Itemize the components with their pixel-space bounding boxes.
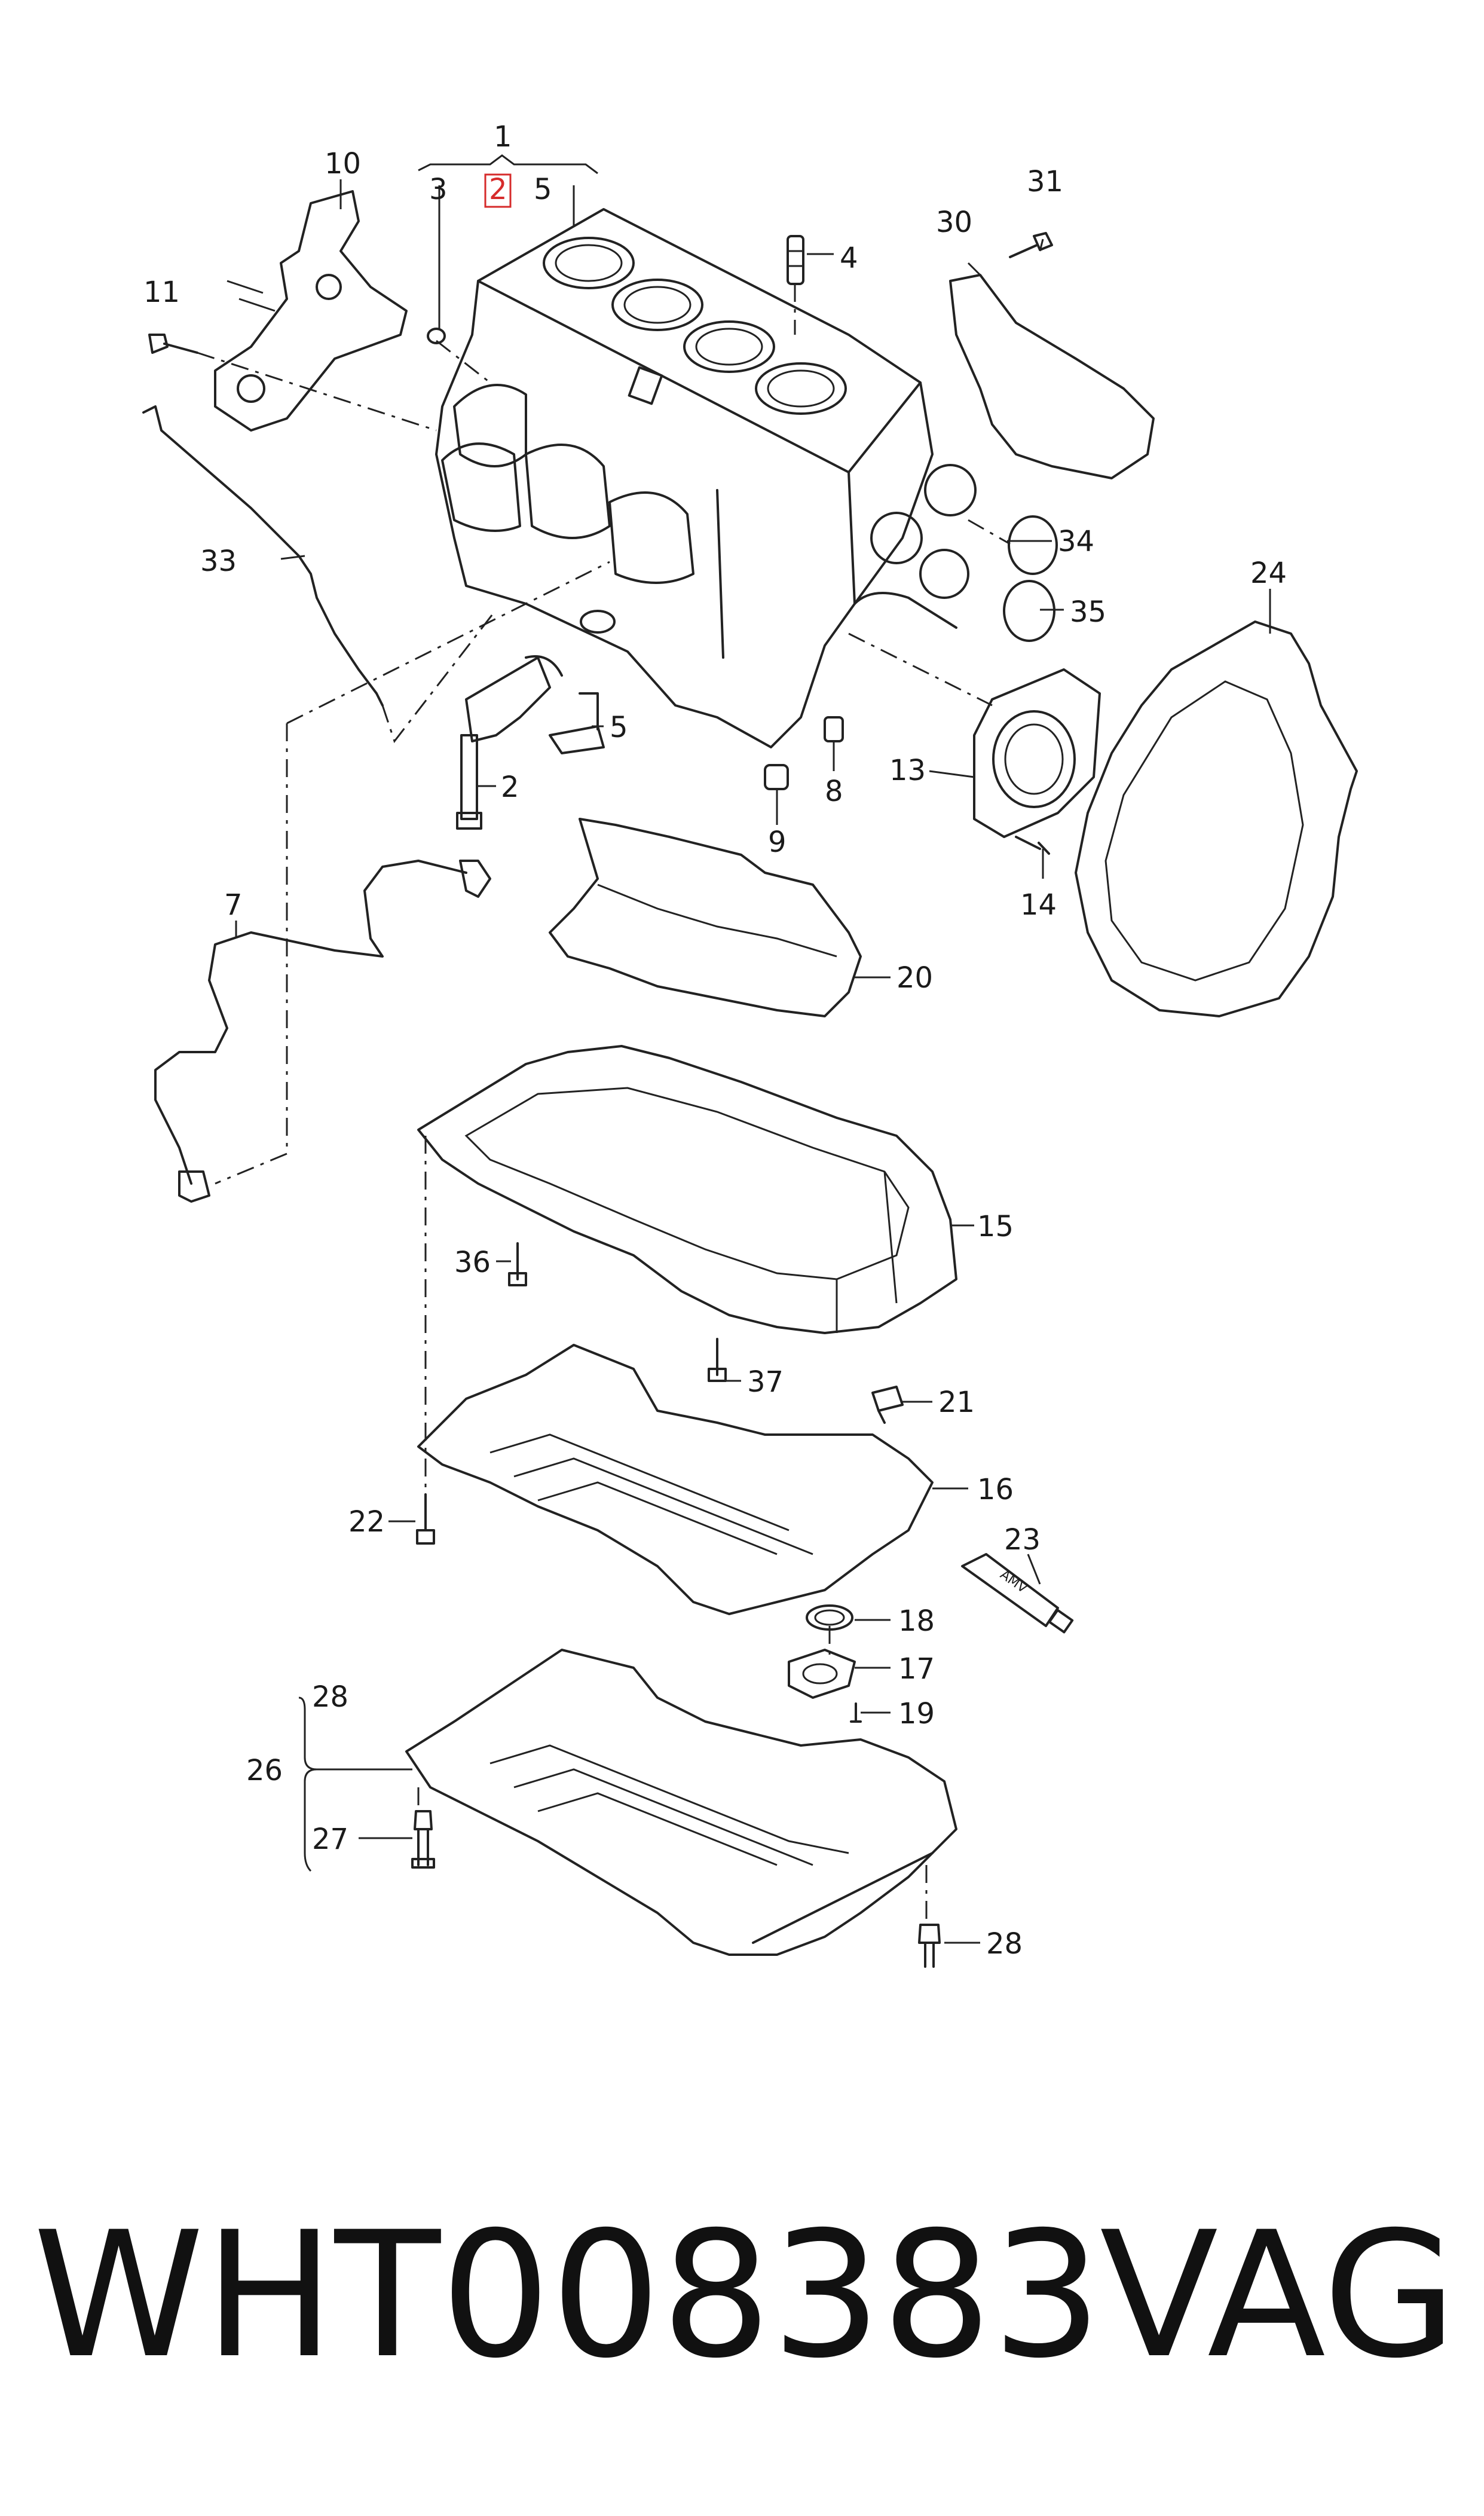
label-19: 19 (898, 1697, 935, 1731)
part-34-ring (1008, 515, 1058, 575)
label-37: 37 (747, 1365, 784, 1399)
part-27-clip (411, 1810, 435, 1869)
part-7-harness (154, 860, 467, 1185)
part-17-flange (788, 1649, 856, 1699)
label-9: 9 (768, 826, 787, 859)
part-16-lower-oil-pan (417, 1344, 934, 1615)
label-1: 1 (494, 120, 512, 154)
label-3: 3 (429, 173, 448, 206)
label-36: 36 (454, 1246, 491, 1279)
label-26: 26 (246, 1754, 283, 1787)
highlight-box (484, 173, 512, 208)
part-14-bolt (1015, 836, 1050, 855)
part-23-sealant-tube: AMV (961, 1553, 1074, 1634)
label-10: 10 (325, 147, 361, 181)
part-26-oil-pan-assembly (405, 1649, 957, 1956)
part-number-caption: WHT008383 (33, 2195, 1102, 2396)
label-14: 14 (1020, 888, 1057, 922)
part-35-ring (1003, 580, 1055, 642)
label-2: 2 (501, 771, 519, 804)
part-4-dowel (787, 235, 804, 285)
bearing-cap (465, 655, 563, 742)
part-22-bolt (416, 1493, 435, 1545)
part-13-seal-flange (973, 668, 1101, 838)
label-34: 34 (1058, 525, 1094, 558)
label-15: 15 (977, 1210, 1014, 1243)
label-7: 7 (224, 888, 243, 922)
part-21-drain-plug (871, 1386, 904, 1424)
label-2-highlighted: 2 (489, 173, 507, 206)
label-4: 4 (840, 241, 858, 275)
label-21: 21 (938, 1386, 975, 1419)
tube-text: AMV (998, 1567, 1030, 1597)
label-8: 8 (825, 775, 843, 808)
part-36-bolt (508, 1242, 527, 1286)
label-28-top: 28 (312, 1680, 348, 1714)
label-22: 22 (348, 1505, 385, 1539)
label-20: 20 (896, 961, 933, 995)
part-2-bolt (456, 734, 482, 830)
part-10-bracket (214, 190, 408, 432)
leader-lines (235, 154, 1271, 1944)
label-18: 18 (898, 1604, 935, 1638)
brand-caption: VAG (1100, 2195, 1457, 2396)
label-16: 16 (977, 1473, 1014, 1506)
label-11: 11 (143, 276, 180, 309)
part-15-upper-oil-pan (417, 1045, 957, 1334)
part-11-bolt (148, 334, 198, 354)
label-30: 30 (936, 206, 972, 239)
cylinder-block (435, 208, 977, 748)
part-31-bolt (1009, 232, 1053, 258)
part-9-sleeve (764, 764, 789, 790)
part-24-gasket (1075, 620, 1358, 1017)
part-30-shield (949, 274, 1155, 479)
label-27: 27 (312, 1823, 348, 1856)
assembly-lines (197, 284, 1011, 1925)
part-37-bolt (708, 1338, 727, 1382)
label-5-top: 5 (534, 173, 552, 206)
label-33: 33 (200, 545, 237, 578)
label-35: 35 (1070, 595, 1106, 629)
part-19-bolt (850, 1702, 862, 1723)
label-31: 31 (1027, 165, 1063, 198)
part-labels: 1 2 3 5 4 10 11 30 31 33 34 35 24 13 14 … (143, 120, 1287, 1961)
label-28: 28 (986, 1927, 1023, 1961)
label-13: 13 (889, 754, 926, 787)
part-28-clip (918, 1924, 941, 1968)
part-20-baffle (549, 818, 862, 1017)
label-17: 17 (898, 1652, 935, 1686)
label-24: 24 (1250, 557, 1287, 590)
part-33-dipstick-tube (142, 405, 384, 707)
label-23: 23 (1004, 1523, 1041, 1557)
part-8-sleeve (824, 716, 844, 742)
part-3-seal (427, 328, 446, 344)
part-5-oil-jet (549, 692, 605, 754)
label-5: 5 (610, 711, 628, 744)
